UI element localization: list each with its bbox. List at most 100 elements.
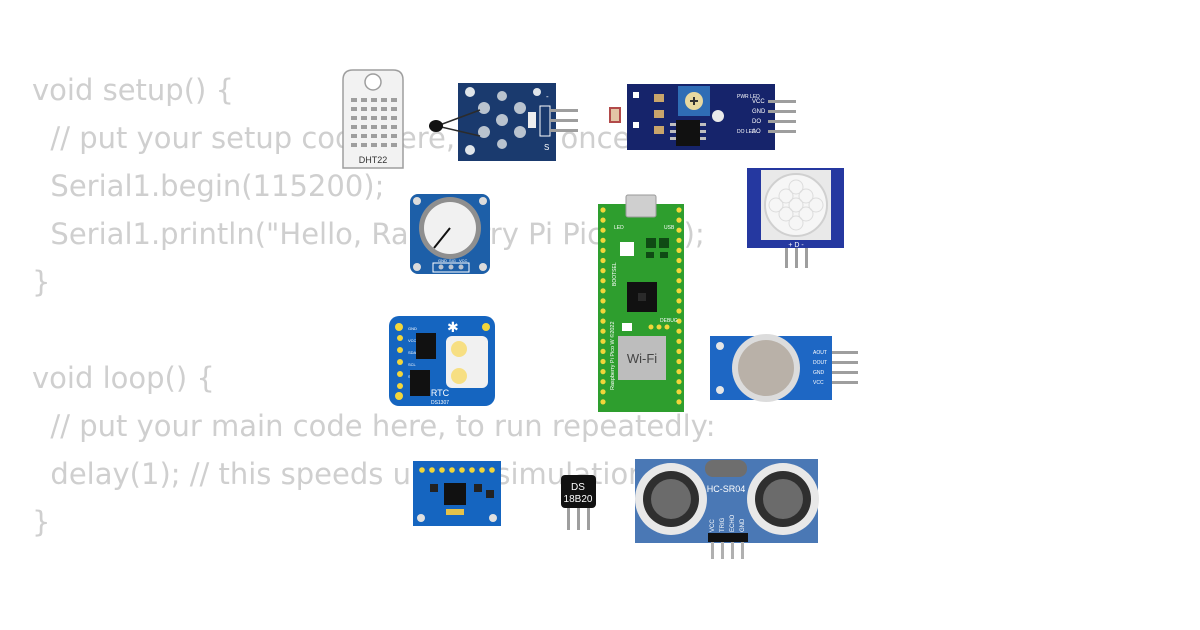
pin-pad[interactable]	[429, 467, 435, 473]
pin-pad[interactable]	[600, 268, 606, 274]
ds18b20-label-line2: 18B20	[564, 494, 593, 505]
ds1307-rtc-module[interactable]: GND VCC SDA SCL SQW ✱ RTC DS1307	[389, 316, 495, 406]
ds18b20-temperature-sensor[interactable]: DS 18B20	[561, 475, 596, 530]
hc-sr04-pin-echo: ECHO	[730, 514, 736, 532]
pin-pad[interactable]	[676, 318, 682, 324]
gas-pin-gnd: GND	[813, 370, 825, 376]
pin-pad[interactable]	[600, 247, 606, 253]
pico-bootsel-label: BOOTSEL	[612, 262, 618, 286]
pin-pad[interactable]	[600, 217, 606, 223]
pin-pad[interactable]	[449, 467, 455, 473]
pin-pad[interactable]	[676, 298, 682, 304]
pin-pad[interactable]	[676, 207, 682, 213]
code-line: }	[32, 505, 51, 539]
pot-pin-vcc: VCC	[459, 258, 468, 263]
pin-pad[interactable]	[676, 379, 682, 385]
pin-pad[interactable]	[600, 288, 606, 294]
pin-pad[interactable]	[676, 217, 682, 223]
gas-pin-vcc: VCC	[813, 380, 824, 386]
dht22-label: DHT22	[359, 155, 388, 165]
pin-pad[interactable]	[397, 383, 403, 389]
pin-pad[interactable]	[676, 389, 682, 395]
code-line: }	[32, 265, 51, 299]
pin-pad[interactable]	[600, 308, 606, 314]
gas-pin-dout: DOUT	[813, 360, 827, 366]
raspberry-pi-pico-w[interactable]: LED USB BOOTSEL DEBUG Wi-Fi Raspberry Pi…	[598, 194, 684, 412]
pin-pad[interactable]	[676, 308, 682, 314]
ldr-pin-do: DO	[752, 119, 761, 125]
hc-sr04-label: HC-SR04	[707, 484, 746, 494]
pin-pad[interactable]	[676, 338, 682, 344]
svg-text:-: -	[546, 92, 549, 101]
rtc-chip-label: DS1307	[431, 400, 449, 406]
pin-pad[interactable]	[676, 237, 682, 243]
pico-wifi-label: Wi-Fi	[627, 351, 657, 366]
pin-pad[interactable]	[676, 399, 682, 405]
potentiometer[interactable]: GND SIG VCC	[410, 194, 490, 274]
pir-motion-sensor[interactable]: + D -	[747, 168, 844, 268]
pin-pad[interactable]	[397, 335, 403, 341]
pin-pad[interactable]	[600, 348, 606, 354]
hc-sr04-ultrasonic-sensor[interactable]: HC-SR04 VCC TRIG ECHO GND	[635, 459, 819, 559]
dht22-sensor[interactable]: DHT22	[342, 69, 404, 169]
ldr-pin-ao: AO	[752, 129, 761, 135]
pin-pad[interactable]	[600, 369, 606, 375]
ldr-pin-gnd: GND	[752, 109, 766, 115]
pin-pad[interactable]	[600, 338, 606, 344]
pin-pad[interactable]	[397, 347, 403, 353]
pin-pad[interactable]	[600, 257, 606, 264]
rtc-pin-gnd: GND	[408, 326, 417, 331]
pin-pad[interactable]	[459, 467, 465, 473]
pin-pad[interactable]	[600, 358, 606, 365]
pin-pad[interactable]	[600, 399, 606, 405]
pin-pad[interactable]	[600, 389, 606, 395]
pin-pad[interactable]	[600, 379, 606, 385]
pin-pad[interactable]	[676, 257, 682, 264]
pin-pad[interactable]	[600, 227, 606, 233]
mpu6050-accelerometer[interactable]	[413, 461, 501, 526]
pin-pad[interactable]	[676, 358, 682, 365]
pin-pad[interactable]	[600, 328, 606, 334]
pin-pad[interactable]	[469, 467, 475, 473]
ntc-temperature-sensor[interactable]: - S	[429, 83, 578, 161]
code-line: Serial1.begin(115200);	[32, 169, 385, 203]
pin-pad[interactable]	[676, 268, 682, 274]
pin-pad[interactable]	[600, 278, 606, 284]
pin-pad[interactable]	[397, 371, 403, 377]
pico-debug-label: DEBUG	[660, 318, 678, 324]
pin-pad[interactable]	[676, 278, 682, 284]
hc-sr04-pin-vcc: VCC	[710, 519, 716, 532]
pin-pad[interactable]	[600, 318, 606, 324]
adafruit-star-icon: ✱	[447, 320, 459, 336]
pin-pad[interactable]	[397, 359, 403, 365]
pin-pad[interactable]	[676, 348, 682, 354]
hc-sr04-pin-gnd: GND	[740, 518, 746, 532]
pot-pin-gnd: GND	[438, 258, 447, 263]
pin-pad[interactable]	[479, 467, 485, 473]
ldr-pwr-led-label: PWR LED	[737, 94, 760, 100]
pot-pin-sig: SIG	[449, 258, 456, 263]
pin-pad[interactable]	[439, 467, 445, 473]
pin-pad[interactable]	[489, 467, 495, 473]
code-line: // put your main code here, to run repea…	[32, 409, 716, 443]
photoresistor-module[interactable]: PWR LED DO LED VCC GND DO AO	[609, 84, 796, 150]
pin-pad[interactable]	[676, 227, 682, 233]
pin-pad[interactable]	[676, 328, 682, 334]
pin-pad[interactable]	[600, 237, 606, 243]
code-line: void loop() {	[32, 361, 215, 395]
pin-pad[interactable]	[600, 298, 606, 304]
pin-pad[interactable]	[676, 288, 682, 294]
pin-pad[interactable]	[676, 247, 682, 253]
pin-pad[interactable]	[676, 369, 682, 375]
rtc-pin-vcc: VCC	[408, 338, 417, 343]
hc-sr04-pin-trig: TRIG	[720, 517, 726, 532]
rtc-label: RTC	[431, 388, 450, 398]
gas-sensor[interactable]: AOUT DOUT GND VCC	[710, 334, 858, 402]
thermistor-bead-icon	[429, 120, 443, 132]
rtc-pin-scl: SCL	[408, 362, 417, 367]
svg-text:S: S	[544, 143, 549, 152]
pico-board-label: Raspberry Pi Pico W ©2022	[609, 321, 616, 390]
pin-pad[interactable]	[600, 207, 606, 213]
pin-pad[interactable]	[419, 467, 425, 473]
